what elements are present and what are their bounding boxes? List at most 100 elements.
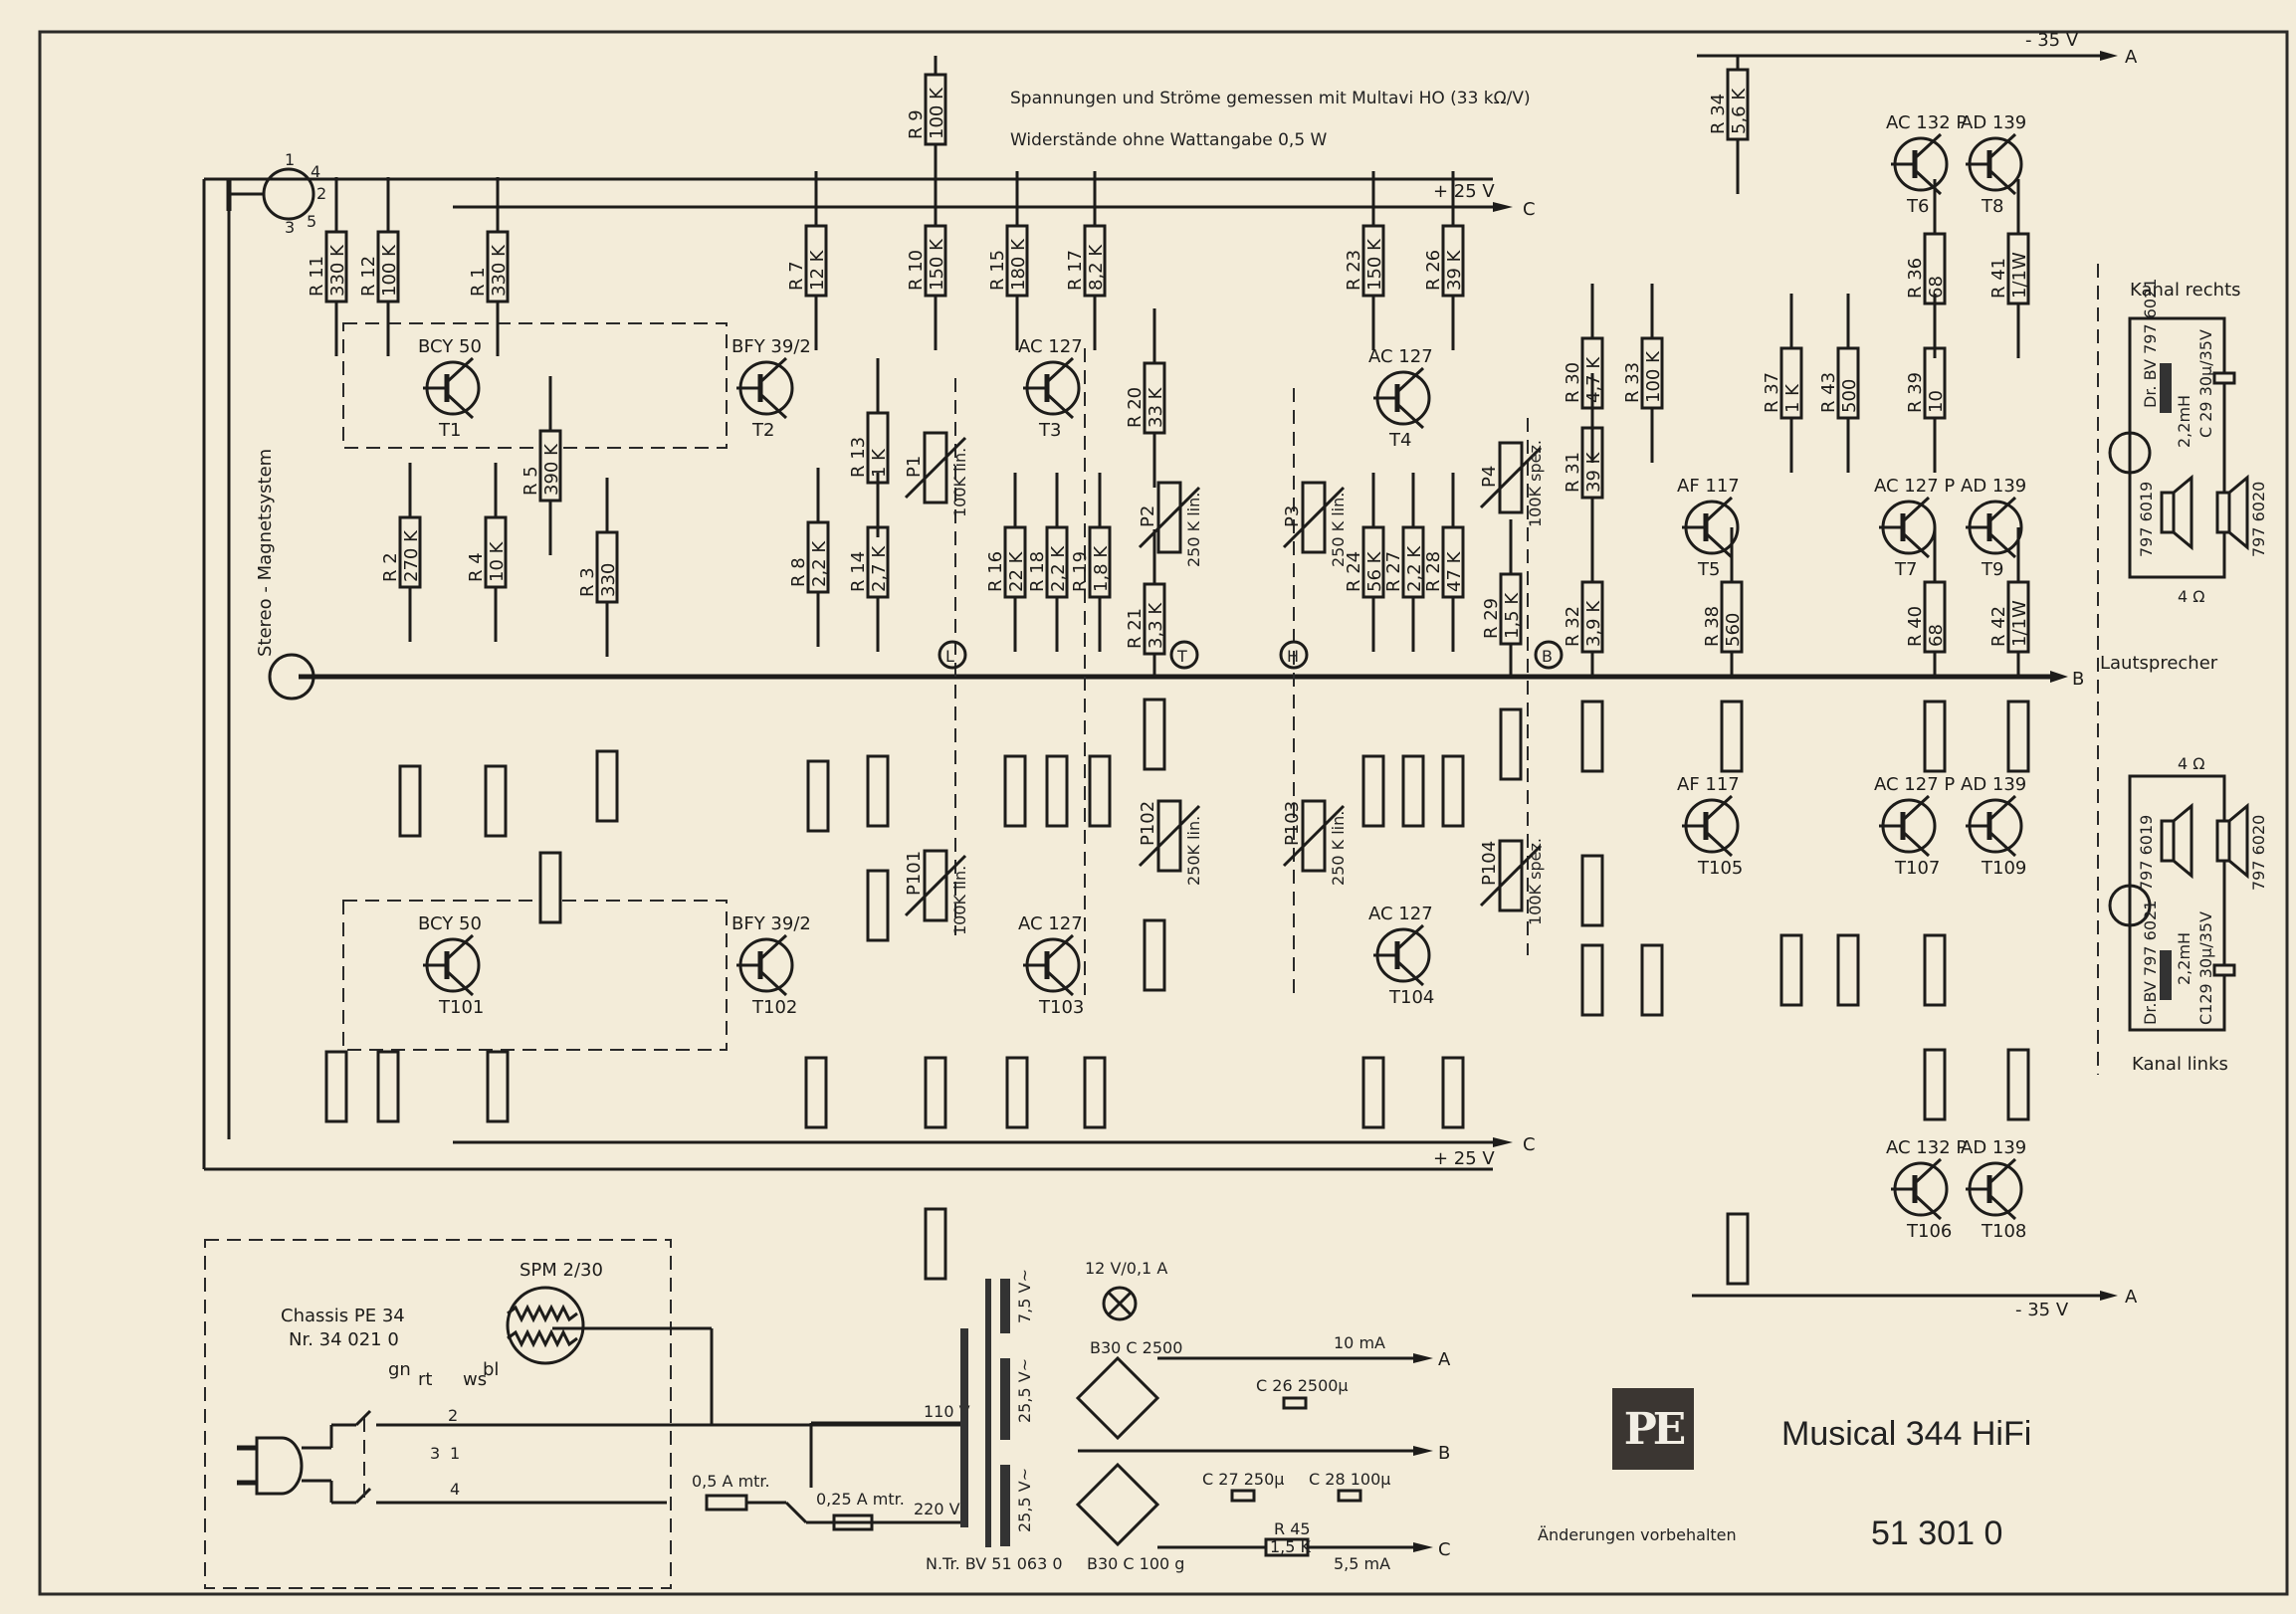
resistor-r31-left (1580, 854, 1604, 927)
svg-text:P3: P3 (1282, 505, 1303, 527)
transistor-type: AF 117 (1677, 476, 1740, 497)
tap-220v: 220 V (914, 1500, 960, 1518)
transistor-ref: T102 (751, 997, 797, 1018)
drawing-number: 51 301 0 (1871, 1514, 2002, 1552)
transistor-t2: BFY 39/2T2 (731, 336, 811, 441)
marker-loudness: L (938, 640, 967, 670)
fuse1-label: 0,5 A mtr. (692, 1472, 770, 1491)
resistor-ref: R 18 (1027, 551, 1048, 592)
transistor-ref: T105 (1697, 858, 1743, 879)
resistor-ref: R 21 (1125, 608, 1146, 649)
r45-value: 1,5 K (1270, 1537, 1312, 1556)
svg-text:250 K lin.: 250 K lin. (1329, 811, 1348, 886)
resistor-value: 33 K (1146, 386, 1166, 428)
resistor-value: 5,6 K (1729, 88, 1750, 134)
speaker-left-cap: C129 30µ/35V (2196, 911, 2215, 1025)
resistor-value: 330 K (489, 244, 510, 297)
resistor-r4-left (484, 764, 508, 838)
din-input-socket[interactable]: 1 4 2 3 5 (226, 150, 326, 237)
svg-text:P102: P102 (1138, 801, 1158, 846)
resistor-r12-left (376, 1050, 400, 1123)
resistor-ref: R 19 (1070, 551, 1091, 592)
svg-text:T: T (1176, 647, 1187, 666)
resistor-r32-left (1580, 700, 1604, 773)
choke-icon (2160, 363, 2172, 413)
c28-label: C 28 100µ (1309, 1470, 1390, 1489)
resistor-ref: R 8 (788, 557, 809, 587)
stereo-magnet-cartridge[interactable]: Stereo - Magnetsystem (255, 449, 315, 701)
resistor-value: 2,2 K (809, 540, 830, 587)
resistor-r42-left (2006, 700, 2030, 773)
model-title: Musical 344 HiFi (1781, 1415, 2031, 1453)
resistor-value: 560 (1723, 613, 1744, 647)
resistor-ref: R 34 (1708, 94, 1729, 134)
resistor-ref: R 31 (1563, 452, 1583, 493)
c26-label: C 26 2500µ (1256, 1376, 1349, 1395)
resistor-ref: R 26 (1423, 250, 1444, 291)
svg-text:250 K lin.: 250 K lin. (1184, 493, 1203, 567)
speaker-left-tweeter: 797 6020 (2249, 815, 2268, 891)
resistor-value: 150 K (927, 238, 947, 291)
potentiometer-p102[interactable]: P102 250K lin. (1138, 799, 1203, 886)
resistor-value: 39 K (1583, 451, 1604, 493)
current-c: 5,5 mA (1334, 1554, 1390, 1573)
resistor-value: 1,5 K (1502, 592, 1523, 639)
resistor-r9-left (924, 1207, 947, 1281)
resistor-value: 12 K (807, 249, 828, 291)
tweeter-icon (2215, 819, 2231, 863)
resistor-value: 500 (1839, 379, 1860, 413)
transistor-type: BCY 50 (418, 913, 482, 934)
resistor-ref: R 15 (987, 250, 1008, 291)
resistor-r3-left (595, 749, 619, 823)
bridge2-label: B30 C 100 g (1087, 1554, 1184, 1573)
resistor-ref: R 39 (1905, 372, 1926, 413)
svg-text:L: L (945, 647, 954, 666)
din-pin-1: 1 (285, 150, 295, 169)
r45-label: R 45 (1274, 1519, 1311, 1538)
capacitor-icon (2212, 963, 2236, 977)
transistor-ref: T9 (1981, 559, 2003, 580)
resistor-ref: R 4 (466, 552, 487, 582)
resistor-ref: R 43 (1818, 372, 1839, 413)
wire-rt: rt (418, 1369, 432, 1390)
resistor-value: 3,9 K (1583, 600, 1604, 647)
woofer-icon (2160, 491, 2176, 534)
resistor-value: 2,2 K (1048, 545, 1069, 592)
svg-text:100K lin.: 100K lin. (950, 866, 969, 935)
resistor-value: 68 (1926, 276, 1947, 299)
svg-text:100K lin.: 100K lin. (950, 448, 969, 517)
din-pin-4: 4 (311, 162, 320, 181)
disclaimer: Änderungen vorbehalten (1538, 1525, 1737, 1544)
svg-text:250K lin.: 250K lin. (1184, 816, 1203, 886)
svg-text:P104: P104 (1479, 841, 1500, 886)
resistor-ref: R 12 (358, 256, 379, 297)
resistor-ref: R 33 (1622, 362, 1643, 403)
resistor-value: 3,3 K (1146, 602, 1166, 649)
